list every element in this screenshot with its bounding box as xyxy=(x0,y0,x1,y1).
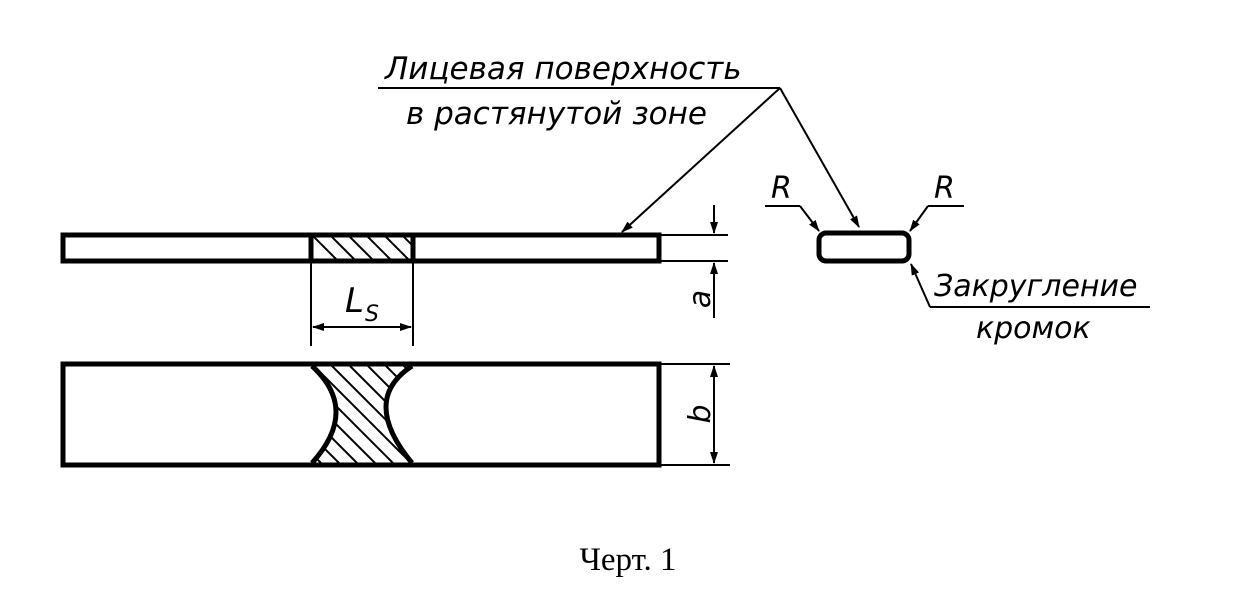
edge-rounding-label-line1: Закругление xyxy=(934,269,1138,304)
face-surface-label-line2: в растянутой зоне xyxy=(406,96,707,132)
width-label: b xyxy=(683,404,718,423)
dimension-width: b xyxy=(659,363,730,466)
specimen-top-view xyxy=(60,361,662,468)
dimension-thickness: a xyxy=(659,205,728,318)
specimen-side-outline xyxy=(60,232,662,264)
specimen-side-view xyxy=(60,232,662,264)
dimension-weld-length: L S xyxy=(310,261,414,346)
thickness-label: a xyxy=(683,290,718,308)
specimen-cross-section xyxy=(816,230,912,264)
face-surface-arrow-section xyxy=(779,87,860,228)
leader-edge-rounding: Закругление кромок xyxy=(910,263,1150,346)
radius-right-arrow xyxy=(909,205,929,232)
face-surface-arrow-side xyxy=(621,87,781,233)
radius-right-label: R xyxy=(934,171,955,206)
specimen-top-outline xyxy=(60,361,662,468)
cross-section-outline xyxy=(816,230,912,264)
radius-callout-right: R xyxy=(909,171,964,232)
radius-callout-left: R xyxy=(765,171,820,232)
figure-caption: Черт. 1 xyxy=(579,542,676,578)
radius-left-label: R xyxy=(771,171,792,206)
weld-length-label: L xyxy=(345,281,364,321)
weld-contour-right xyxy=(383,363,414,465)
weld-hatch-side xyxy=(311,235,413,261)
weld-length-subscript: S xyxy=(365,302,379,327)
edge-rounding-label-line2: кромок xyxy=(976,311,1091,346)
face-surface-label-line1: Лицевая поверхность xyxy=(384,51,742,87)
weld-contour-left xyxy=(310,364,339,465)
radius-left-arrow xyxy=(799,205,820,232)
leader-face-surface: Лицевая поверхность в растянутой зоне xyxy=(378,51,860,233)
weld-hatch-top xyxy=(312,366,412,463)
edge-rounding-arrow xyxy=(910,263,931,308)
